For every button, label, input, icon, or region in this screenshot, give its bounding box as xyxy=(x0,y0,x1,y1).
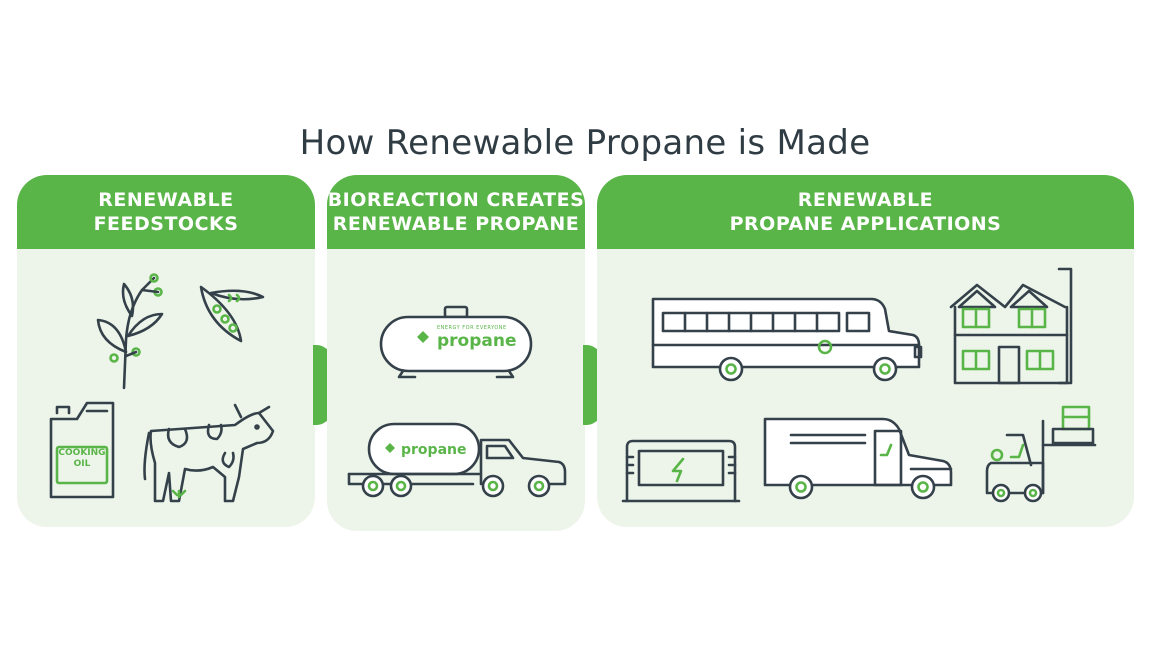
header-line: RENEWABLE PROPANE xyxy=(332,213,580,235)
cow-icon xyxy=(143,403,275,503)
jug-label-line: COOKING xyxy=(58,448,106,458)
forklift-icon xyxy=(985,405,1097,503)
jug-label-line: OIL xyxy=(73,459,91,469)
panel-bioreaction: BIOREACTION CREATES RENEWABLE PROPANE pr… xyxy=(327,175,585,531)
header-line: PROPANE APPLICATIONS xyxy=(729,213,1002,235)
school-bus-icon xyxy=(651,297,923,382)
header-line: RENEWABLE xyxy=(98,189,234,211)
cooking-oil-jug-icon xyxy=(49,401,115,499)
generator-icon xyxy=(621,439,741,503)
jug-label: COOKING OIL xyxy=(57,448,107,470)
panel-header: RENEWABLE PROPANE APPLICATIONS xyxy=(597,175,1134,249)
panel-renewable-feedstocks: RENEWABLE FEEDSTOCKS COOKING OIL xyxy=(17,175,315,527)
header-line: RENEWABLE xyxy=(797,189,934,211)
truck-brand-logo: propane xyxy=(401,442,467,458)
panel-header: BIOREACTION CREATES RENEWABLE PROPANE xyxy=(327,175,585,249)
house-icon xyxy=(949,267,1073,385)
panel-header: RENEWABLE FEEDSTOCKS xyxy=(17,175,315,249)
header-line: FEEDSTOCKS xyxy=(93,213,239,235)
propane-tank-icon xyxy=(379,305,533,379)
panel-applications: RENEWABLE PROPANE APPLICATIONS xyxy=(597,175,1134,527)
brand-logo: propane xyxy=(437,331,517,351)
brand-tagline: ENERGY FOR EVERYONE xyxy=(437,325,507,331)
propane-truck-icon xyxy=(347,422,567,498)
delivery-van-icon xyxy=(763,417,953,500)
header-line: BIOREACTION CREATES xyxy=(327,189,585,211)
pea-pod-icon xyxy=(199,285,265,343)
plant-icon xyxy=(96,273,164,390)
page-title: How Renewable Propane is Made xyxy=(299,122,871,163)
